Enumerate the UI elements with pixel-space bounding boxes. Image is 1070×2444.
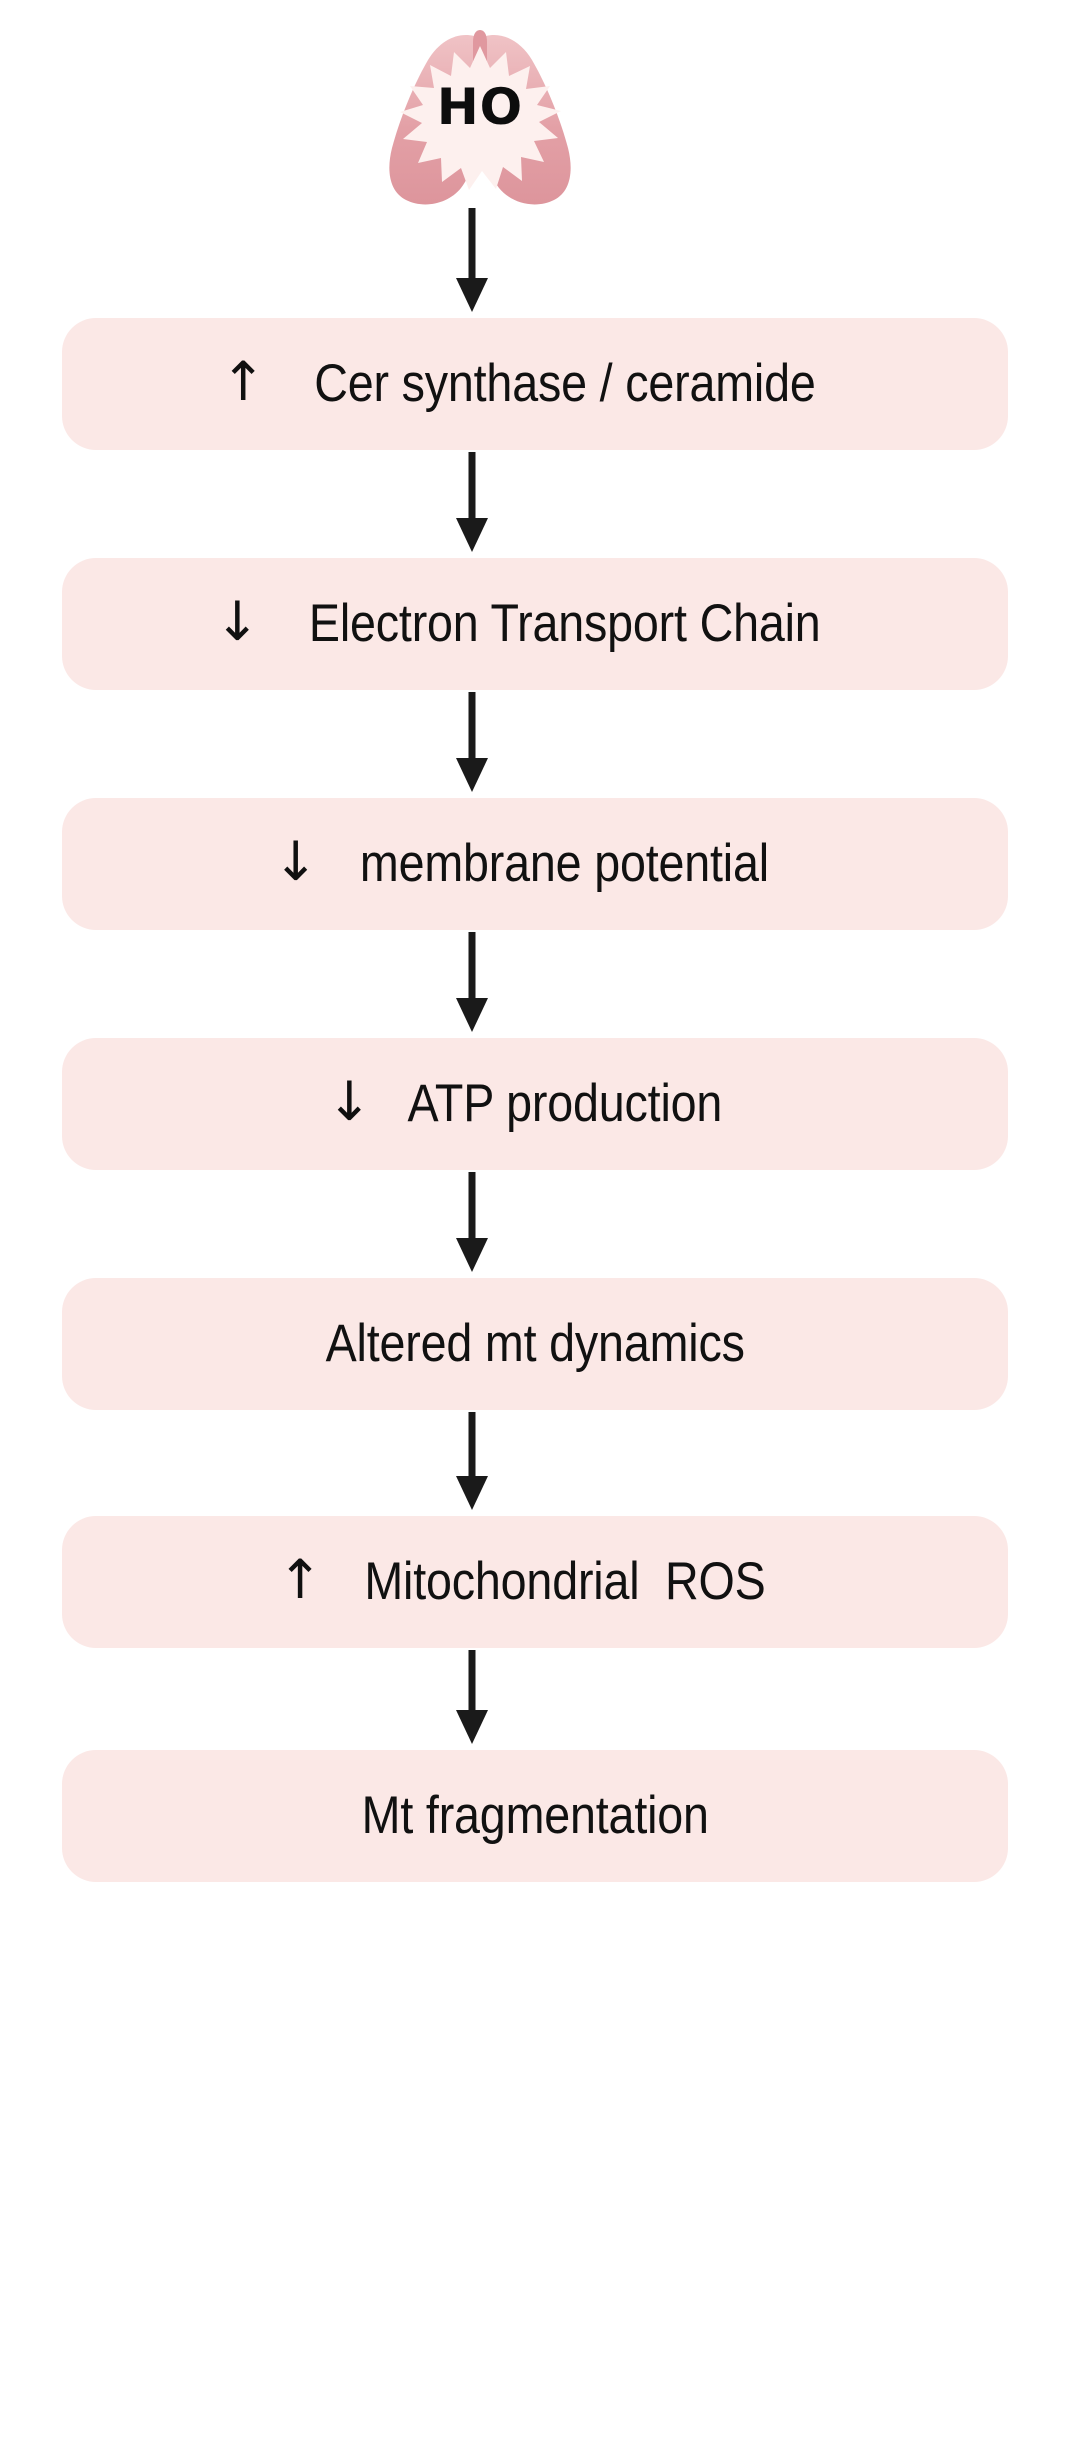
node-label: Mitochondrial ROS (364, 1552, 766, 1612)
up-arrow-icon: ↑ (277, 1547, 323, 1611)
node-mitochondrial-ros[interactable]: ↑ Mitochondrial ROS (62, 1516, 1008, 1648)
node-label: Cer synthase / ceramide (313, 354, 816, 414)
node-label: membrane potential (360, 834, 770, 894)
node-content: ↓ membrane potential (247, 829, 823, 894)
connector-arrow-3 (449, 932, 495, 1034)
node-mt-fragmentation[interactable]: Mt fragmentation (62, 1750, 1008, 1882)
node-content: ↑ Cer synthase / ceramide (194, 349, 875, 414)
connector-arrow-6 (449, 1650, 495, 1746)
down-arrow-icon: ↓ (214, 589, 260, 653)
connector-arrow-4 (449, 1172, 495, 1274)
node-label: Mt fragmentation (361, 1786, 709, 1846)
up-arrow-icon: ↑ (220, 349, 266, 413)
connector-arrow-0 (449, 208, 495, 314)
node-electron-transport-chain[interactable]: ↓ Electron Transport Chain (62, 558, 1008, 690)
connector-arrow-1 (449, 452, 495, 554)
node-content: Mt fragmentation (312, 1788, 758, 1844)
node-label: Electron Transport Chain (308, 594, 821, 654)
node-content: ↑ Mitochondrial ROS (251, 1547, 818, 1612)
node-content: ↓ Electron Transport Chain (189, 589, 882, 654)
node-cer-synthase[interactable]: ↑ Cer synthase / ceramide (62, 318, 1008, 450)
node-content: Altered mt dynamics (271, 1316, 799, 1372)
node-altered-mt-dynamics[interactable]: Altered mt dynamics (62, 1278, 1008, 1410)
node-label: Altered mt dynamics (325, 1314, 745, 1374)
node-membrane-potential[interactable]: ↓ membrane potential (62, 798, 1008, 930)
connector-arrow-2 (449, 692, 495, 794)
node-label: ATP production (407, 1074, 722, 1134)
lung-burst-icon: HO (330, 26, 630, 208)
node-content: ↓ ATP production (301, 1069, 770, 1134)
down-arrow-icon: ↓ (272, 829, 319, 893)
node-atp-production[interactable]: ↓ ATP production (62, 1038, 1008, 1170)
down-arrow-icon: ↓ (326, 1069, 372, 1133)
connector-arrow-5 (449, 1412, 495, 1512)
